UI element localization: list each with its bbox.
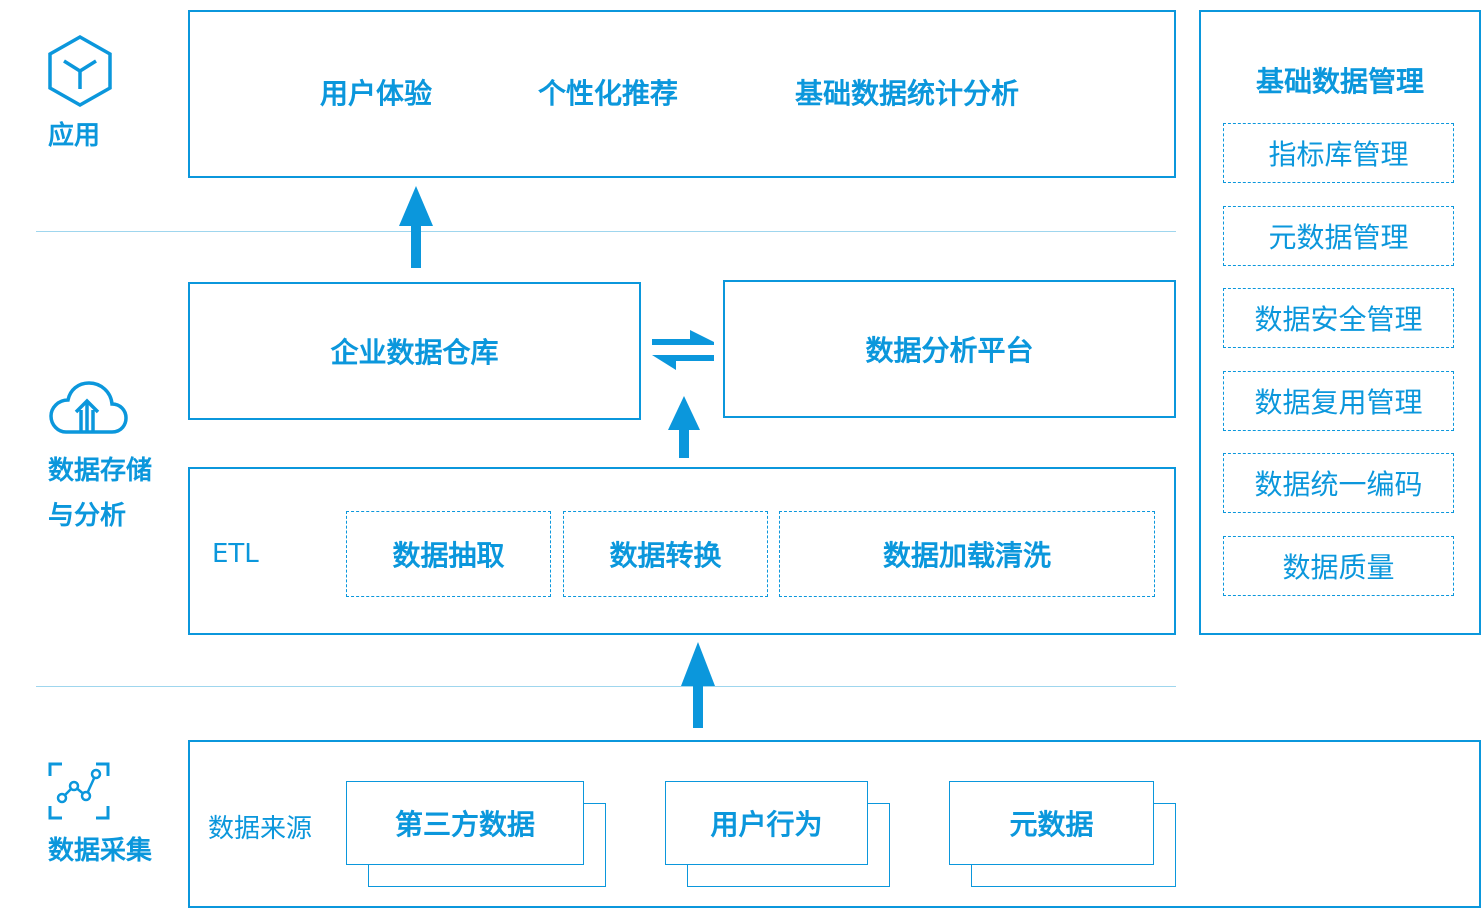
etl-step-transform: 数据转换: [563, 511, 768, 597]
source-card-user-behavior: 用户行为: [665, 781, 890, 887]
layer-separator-bottom: [36, 686, 1176, 687]
management-title: 基础数据管理: [1255, 65, 1424, 98]
arrow-up-icon: [668, 396, 700, 458]
layer-label-app: 应用: [48, 121, 101, 151]
source-card-label: 第三方数据: [346, 781, 584, 865]
layer-label-storage-line1: 数据存储: [48, 456, 153, 486]
app-item-recommendation: 个性化推荐: [538, 77, 679, 110]
source-card-metadata: 元数据: [949, 781, 1176, 887]
etl-label: ETL: [212, 539, 259, 569]
management-item-quality: 数据质量: [1223, 536, 1454, 596]
bidirectional-arrows-icon: [652, 330, 714, 370]
nodes-scan-icon: [48, 762, 110, 820]
cube-icon: [48, 34, 112, 108]
layer-label-collect: 数据采集: [48, 836, 153, 866]
data-warehouse-box: 企业数据仓库: [188, 282, 641, 420]
etl-step-load-clean: 数据加载清洗: [779, 511, 1155, 597]
sources-label: 数据来源: [208, 814, 313, 844]
source-card-label: 元数据: [949, 781, 1154, 865]
etl-step-extract: 数据抽取: [346, 511, 551, 597]
etl-box: ETL: [188, 467, 1176, 635]
management-item-security: 数据安全管理: [1223, 288, 1454, 348]
arrow-up-icon: [399, 186, 433, 268]
source-card-third-party: 第三方数据: [346, 781, 606, 887]
source-card-label: 用户行为: [665, 781, 868, 865]
app-item-statistics: 基础数据统计分析: [795, 77, 1020, 110]
management-item-reuse: 数据复用管理: [1223, 371, 1454, 431]
layer-separator-top: [36, 231, 1176, 232]
arrow-up-icon: [681, 642, 715, 728]
analysis-platform-box: 数据分析平台: [723, 280, 1176, 418]
management-panel: 基础数据管理: [1199, 10, 1481, 635]
management-item-metadata: 元数据管理: [1223, 206, 1454, 266]
management-item-coding: 数据统一编码: [1223, 453, 1454, 513]
management-item-metrics: 指标库管理: [1223, 123, 1454, 183]
app-item-user-experience: 用户体验: [320, 77, 433, 110]
layer-label-storage-line2: 与分析: [48, 501, 127, 531]
application-box: 用户体验 个性化推荐 基础数据统计分析: [188, 10, 1176, 178]
cloud-upload-icon: [49, 381, 128, 434]
